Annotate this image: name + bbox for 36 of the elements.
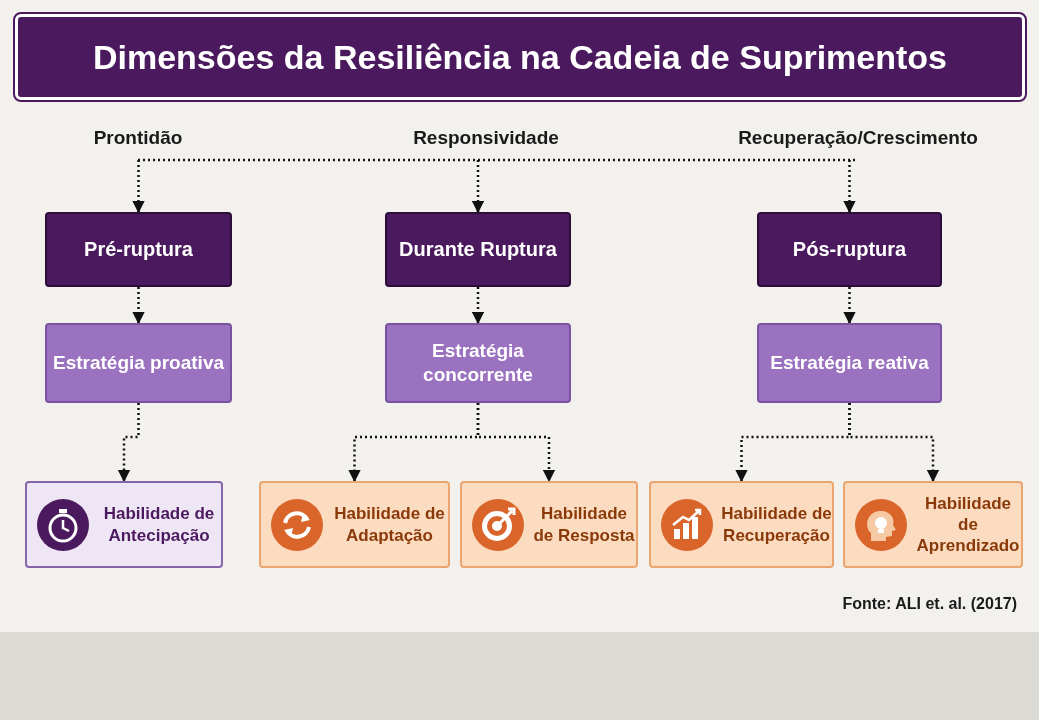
source-note: Fonte: ALI et. al. (2017) — [842, 595, 1017, 613]
title: Dimensões da Resiliência na Cadeia de Suprimentos — [92, 37, 948, 77]
dotted-arrow — [132, 160, 145, 214]
dotted-arrow — [848, 403, 940, 483]
dotted-arrow — [843, 160, 856, 214]
box-label: Estratégia concorrente — [422, 339, 534, 387]
ability-card — [843, 481, 1023, 568]
box-label: Durante Ruptura — [399, 237, 557, 262]
box-label: Habilidade de Aprendizado — [915, 492, 1021, 557]
box-label: Habilidade de Resposta — [532, 503, 636, 546]
heading-text: Recuperação/Crescimento — [738, 126, 978, 150]
strategy-box — [45, 323, 232, 403]
stage-box — [757, 212, 942, 287]
box-label: Habilidade de Recuperação — [721, 503, 832, 546]
heading-text: Responsividade — [413, 126, 559, 150]
strategy-box — [757, 323, 942, 403]
box-label: Pré-ruptura — [84, 237, 193, 262]
dotted-arrow — [471, 160, 485, 214]
stage-box — [45, 212, 232, 287]
dotted-arrow — [471, 287, 485, 325]
ability-card — [259, 481, 450, 568]
strategy-box — [385, 323, 571, 403]
ability-card — [25, 481, 223, 568]
heading-text: Prontidão — [93, 126, 183, 150]
box-label: Estratégia reativa — [770, 351, 929, 375]
box-label: Habilidade de Adaptação — [333, 503, 446, 546]
dotted-arrow — [117, 403, 140, 483]
stage-box — [385, 212, 571, 287]
ability-card — [460, 481, 638, 568]
box-label: Pós-ruptura — [792, 237, 907, 262]
dotted-arrow — [132, 287, 145, 325]
ability-card — [649, 481, 834, 568]
box-label: Habilidade de Antecipação — [102, 503, 216, 546]
dotted-arrow — [843, 287, 856, 325]
box-label: Estratégia proativa — [52, 351, 225, 375]
dotted-arrow — [476, 403, 556, 483]
